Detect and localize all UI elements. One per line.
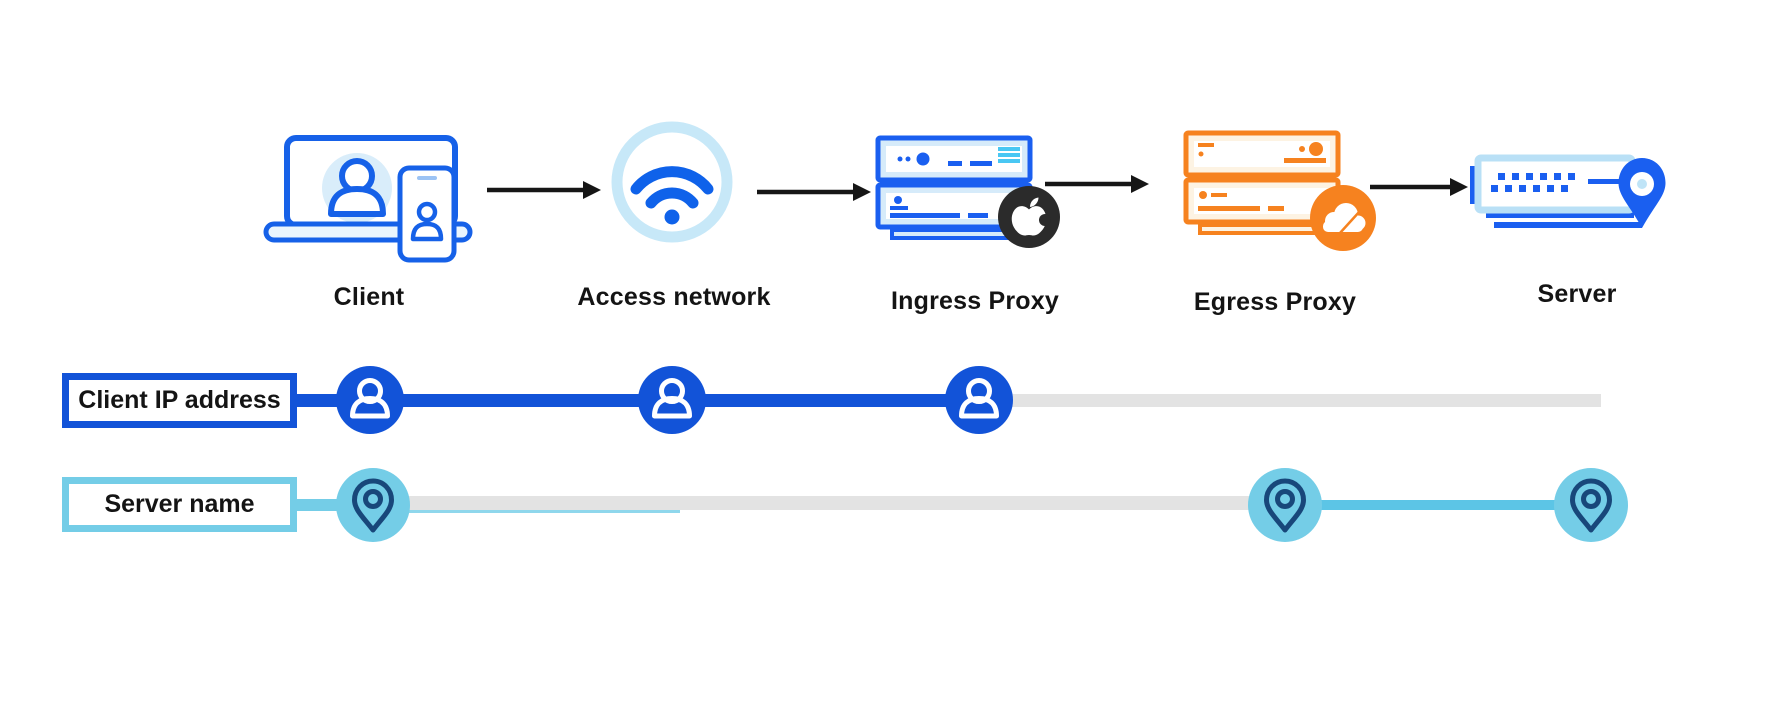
location-pin-icon	[352, 478, 394, 533]
user-marker-client	[336, 366, 404, 434]
server-name-hidden-line	[408, 496, 1250, 510]
arrow-egress-to-server	[1370, 178, 1468, 196]
location-pin-icon	[1264, 478, 1306, 533]
location-pin-icon	[1618, 158, 1666, 228]
client-ip-address-label: Client IP address	[78, 386, 281, 414]
pin-marker-server	[1554, 468, 1628, 542]
phone-icon	[397, 165, 457, 263]
pin-marker-client	[336, 468, 410, 542]
origin-server-icon	[1470, 154, 1666, 228]
server-name-label-box: Server name	[62, 477, 297, 532]
server-name-active-line	[1285, 500, 1591, 510]
client-devices-icon	[263, 135, 473, 263]
stage-label-ingress-proxy: Ingress Proxy	[891, 287, 1059, 315]
arrow-access-to-ingress	[757, 183, 871, 201]
server-dot-pattern	[1491, 173, 1575, 192]
egress-proxy-icon	[1183, 130, 1376, 251]
flow-icons-layer	[263, 121, 1666, 263]
stage-label-egress-proxy: Egress Proxy	[1193, 288, 1357, 316]
client-ip-address-label-box: Client IP address	[62, 373, 297, 428]
location-pin-icon	[1570, 478, 1612, 533]
server-name-label: Server name	[104, 490, 255, 518]
user-marker-access-network	[638, 366, 706, 434]
pin-marker-egress-proxy	[1248, 468, 1322, 542]
flow-arrows	[487, 175, 1468, 201]
stage-label-access-network: Access network	[577, 283, 771, 311]
server-name-thin-line	[408, 510, 680, 513]
arrow-client-to-access	[487, 181, 601, 199]
apple-logo-icon	[998, 186, 1060, 248]
user-icon	[652, 378, 692, 419]
client-ip-hidden-line	[979, 394, 1601, 407]
stage-label-server: Server	[1537, 280, 1617, 308]
user-marker-ingress-proxy	[945, 366, 1013, 434]
stage-label-client: Client	[333, 283, 405, 311]
ingress-proxy-icon	[875, 135, 1060, 248]
arrow-ingress-to-egress	[1045, 175, 1149, 193]
wifi-icon	[611, 121, 733, 243]
user-icon	[350, 378, 390, 419]
user-icon	[959, 378, 999, 419]
client-ip-active-line	[290, 394, 979, 407]
cloudflare-logo-icon	[1310, 185, 1376, 251]
